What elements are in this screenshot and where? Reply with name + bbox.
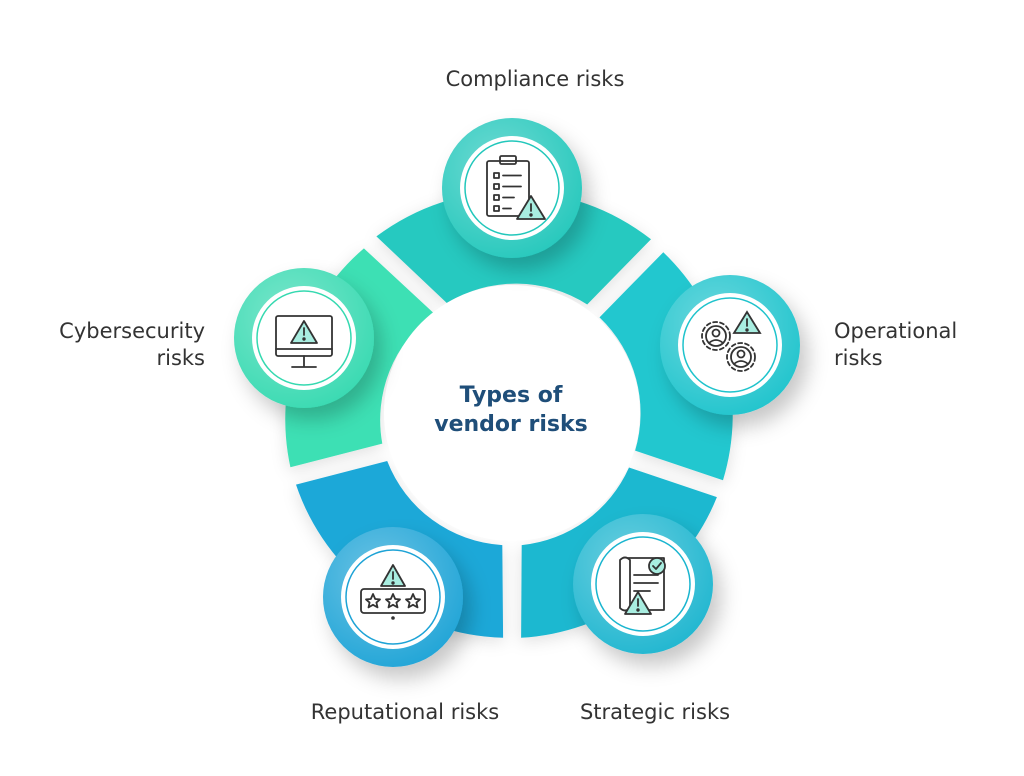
gears-people-warning-icon xyxy=(701,310,762,372)
label-operational-line1: Operational xyxy=(834,319,958,343)
label-cybersecurity: Cybersecurity risks xyxy=(20,318,205,372)
label-compliance: Compliance risks xyxy=(350,66,720,93)
monitor-warning-icon xyxy=(275,315,333,368)
reputational-node xyxy=(323,527,463,667)
label-cybersecurity-line1: Cybersecurity xyxy=(59,319,205,343)
label-strategic-line1: Strategic risks xyxy=(579,700,731,724)
cybersecurity-node xyxy=(234,268,374,408)
label-operational: Operational risks xyxy=(834,318,957,372)
label-cybersecurity-line2: risks xyxy=(156,346,205,370)
center-circle xyxy=(384,285,640,541)
operational-node xyxy=(660,275,800,415)
clipboard-warning-icon xyxy=(486,155,546,220)
label-operational-line2: risks xyxy=(834,346,883,370)
label-reputational: Reputational risks xyxy=(255,699,555,726)
label-compliance-line1: Compliance risks xyxy=(445,67,625,91)
label-strategic: Strategic risks xyxy=(535,699,775,726)
label-reputational-line1: Reputational risks xyxy=(310,700,500,724)
compliance-node xyxy=(442,118,582,258)
center-title-line2: vendor risks xyxy=(434,412,588,437)
document-check-warning-icon xyxy=(619,556,666,615)
center-title: Types of vendor risks xyxy=(386,381,636,439)
strategic-node xyxy=(573,514,713,654)
rating-stars-warning-icon xyxy=(360,564,426,620)
center-title-line1: Types of xyxy=(459,383,563,408)
